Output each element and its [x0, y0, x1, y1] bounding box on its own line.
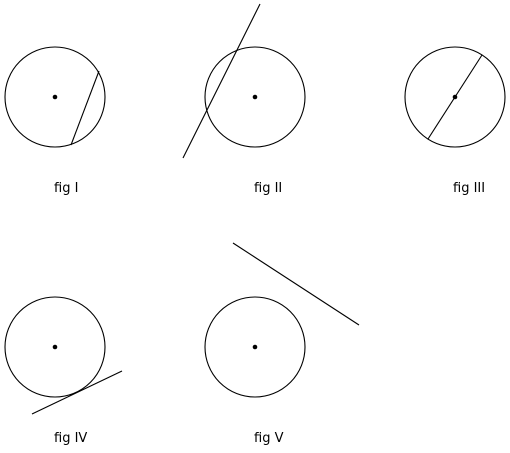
figure-2: fig II	[182, 3, 306, 196]
figure-label: fig V	[254, 431, 284, 446]
center-dot	[252, 94, 258, 100]
circle	[4, 46, 106, 148]
figure-label: fig II	[254, 181, 282, 196]
figure-3: fig III	[404, 46, 506, 196]
figure-label: fig I	[54, 181, 78, 196]
center-dot	[52, 94, 58, 100]
figure-4: fig IV	[4, 296, 123, 446]
secant-line	[182, 3, 261, 159]
figure-1: fig I	[4, 46, 106, 196]
figure-5: fig V	[204, 242, 360, 446]
circle	[4, 296, 106, 398]
chord	[70, 70, 100, 146]
center-dot	[52, 344, 58, 350]
tangent-line	[31, 370, 123, 415]
circle	[204, 46, 306, 148]
non-intersecting-line	[232, 242, 360, 326]
circle	[404, 46, 506, 148]
figure-label: fig III	[453, 181, 485, 196]
circle	[204, 296, 306, 398]
center-dot	[252, 344, 258, 350]
diameter	[427, 54, 483, 140]
figure-label: fig IV	[54, 431, 87, 446]
